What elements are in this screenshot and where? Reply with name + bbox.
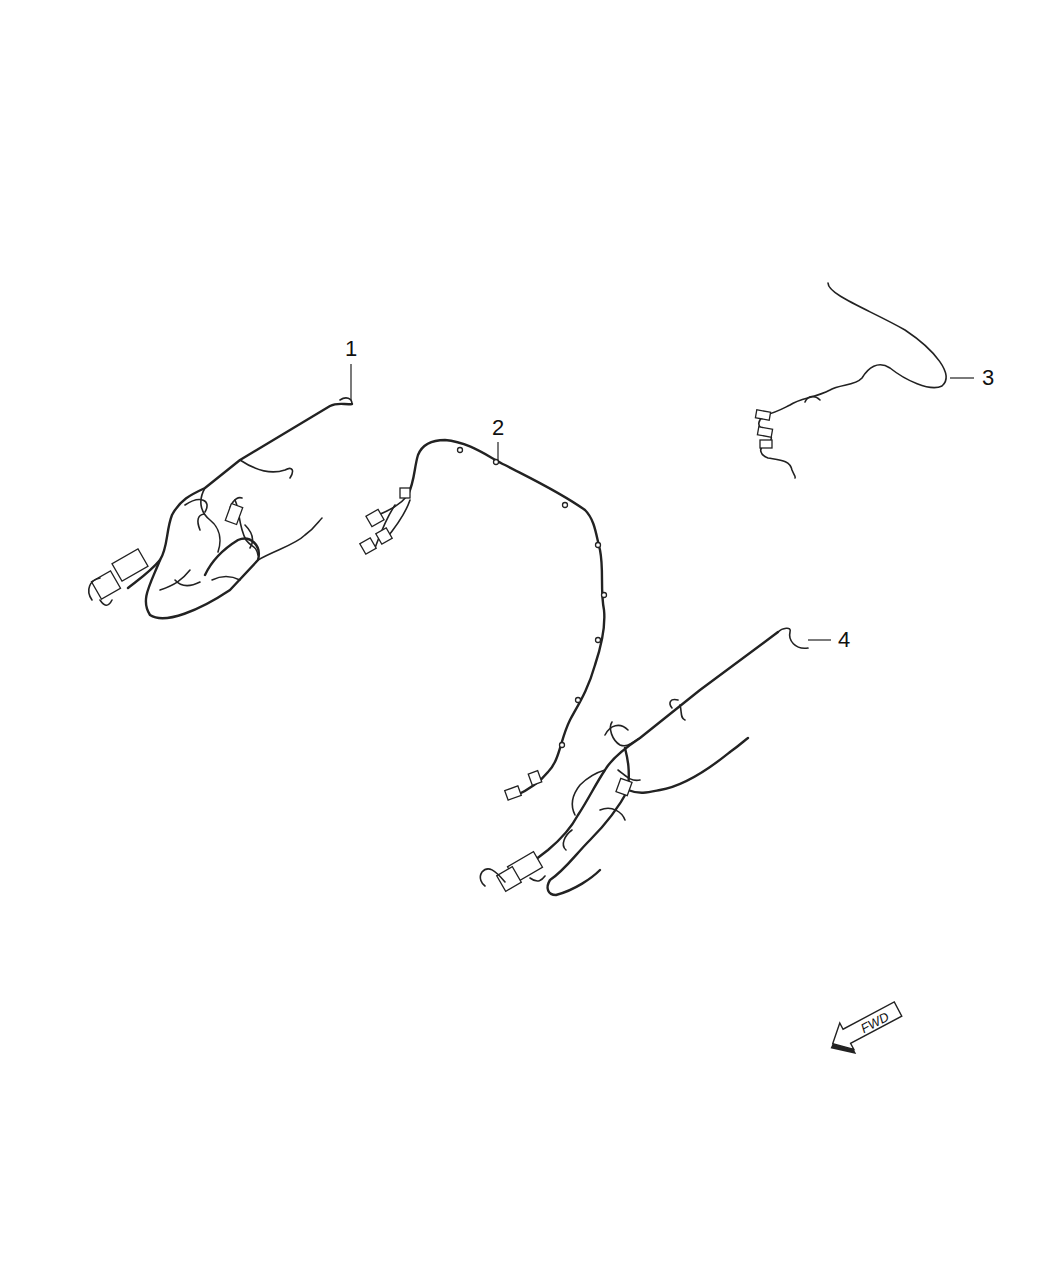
callout-number: 3 (982, 367, 994, 389)
callout-number: 2 (492, 417, 504, 439)
direction-label: FWD (859, 1009, 891, 1034)
leader-line (350, 364, 351, 400)
forward-arrow (822, 996, 907, 1064)
wiring-harness (755, 283, 946, 478)
wiring-harness (360, 440, 607, 800)
wiring-harness (89, 398, 352, 618)
wiring-harness (480, 628, 808, 895)
callout-number: 4 (838, 629, 850, 651)
leader-line (950, 377, 974, 378)
callout-number: 1 (345, 338, 357, 360)
leader-line (808, 639, 831, 640)
